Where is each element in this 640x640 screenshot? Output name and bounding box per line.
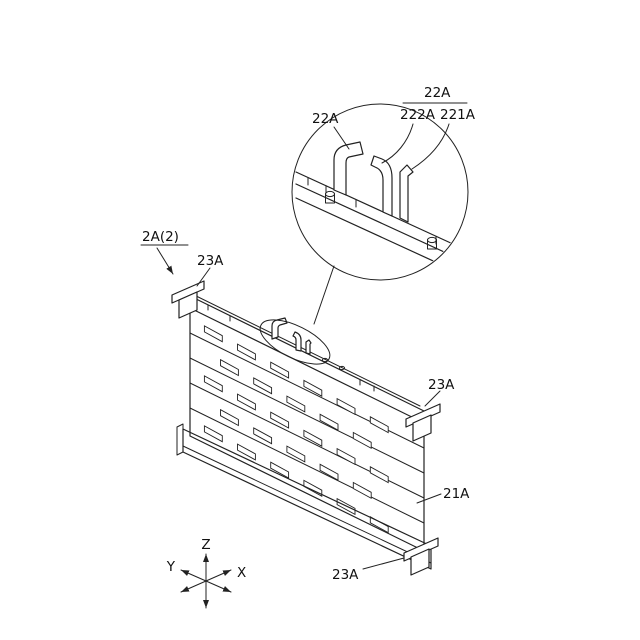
hook-clip-magnified	[333, 141, 364, 196]
label-end-plate-topleft: 23A	[197, 253, 224, 269]
panel-slot	[203, 375, 223, 393]
assembly-leader-arrow	[156, 247, 174, 275]
label-end-plate-bottom: 23A	[332, 567, 359, 583]
label-axis-y: Y	[166, 559, 176, 575]
leader-23a-bottom	[362, 557, 405, 570]
axis-indicator: Z Y X	[166, 537, 246, 609]
panel-slot	[220, 408, 239, 427]
panel-slot	[253, 377, 273, 395]
panel-seams	[189, 332, 425, 524]
axis-y-plus	[180, 569, 207, 582]
label-assembly: 2A(2)	[142, 229, 179, 245]
panel-slot	[369, 416, 389, 434]
panel-slot	[237, 393, 256, 411]
leader-23a-topleft	[196, 267, 211, 287]
magnifier-source-ellipse	[259, 319, 331, 365]
label-clip-right: 221A	[440, 107, 476, 123]
panel-slot	[336, 447, 356, 466]
leader-222a	[381, 123, 414, 164]
panel-slot	[203, 325, 223, 343]
leader-23a-right	[424, 390, 441, 407]
label-axis-z: Z	[201, 537, 210, 553]
clip-tab-small-left	[292, 331, 302, 352]
rail-bolt-2	[338, 365, 346, 371]
panel-slot	[303, 379, 323, 397]
panel-slot	[270, 361, 290, 379]
rail-mid-edge	[295, 183, 467, 263]
detail-contents	[295, 141, 467, 277]
panel-slot	[319, 413, 339, 431]
label-clip-unit-left: 22A	[312, 111, 339, 127]
panel-slot	[220, 358, 239, 377]
panel-slot	[336, 397, 356, 416]
rail-front-edge	[295, 197, 467, 277]
axis-x-minus	[180, 580, 207, 593]
rail-hatch-ticks	[307, 177, 453, 252]
clip-tab-small-right	[305, 339, 312, 355]
panel-slot	[270, 411, 290, 429]
detail-circle	[291, 103, 469, 281]
base-foot-left	[176, 423, 184, 456]
axis-x-plus	[205, 569, 232, 582]
leader-21a	[416, 493, 442, 504]
label-clip-unit-top: 22A	[424, 85, 451, 101]
base-rail	[176, 423, 432, 570]
end-bracket-right	[405, 403, 441, 442]
leader-lines	[140, 102, 468, 570]
panel-slot	[237, 443, 256, 461]
hook-clip-small	[271, 317, 288, 340]
bolt-detail-left	[325, 190, 335, 204]
panel-slot	[319, 463, 339, 481]
end-bracket-bottom	[403, 537, 439, 576]
panel-slot	[352, 431, 372, 450]
panel-slot	[203, 425, 223, 443]
clip-tab-222a	[370, 155, 393, 217]
bolt-detail-right	[427, 236, 437, 250]
panel-slot	[352, 481, 372, 500]
panel-slot	[286, 445, 306, 463]
panel-slot	[303, 429, 323, 447]
end-bracket-top-left	[171, 280, 205, 319]
rail-ticks	[207, 304, 375, 392]
panel-slot	[253, 427, 273, 445]
detail-view	[291, 103, 469, 281]
label-end-plate-right: 23A	[428, 377, 455, 393]
magnifier-connector-line	[313, 265, 335, 325]
leader-221a	[411, 123, 450, 170]
panel-slot	[286, 395, 306, 413]
rail-top-edge	[295, 171, 467, 251]
panel-slot	[237, 343, 256, 361]
axis-y-minus	[205, 580, 232, 593]
panel-slot	[369, 466, 389, 484]
leader-22a-left	[333, 126, 350, 150]
clip-tab-221a	[399, 164, 414, 223]
rail-bolt-1	[321, 357, 329, 363]
label-axis-x: X	[237, 565, 246, 581]
label-case-body: 21A	[443, 486, 470, 502]
label-clip-left: 222A	[400, 107, 436, 123]
main-structure	[171, 265, 441, 576]
reference-labels: 2A(2) 23A 22A 22A 222A 221A 23A 21A 23A	[142, 85, 476, 583]
panel-slot	[270, 461, 290, 479]
